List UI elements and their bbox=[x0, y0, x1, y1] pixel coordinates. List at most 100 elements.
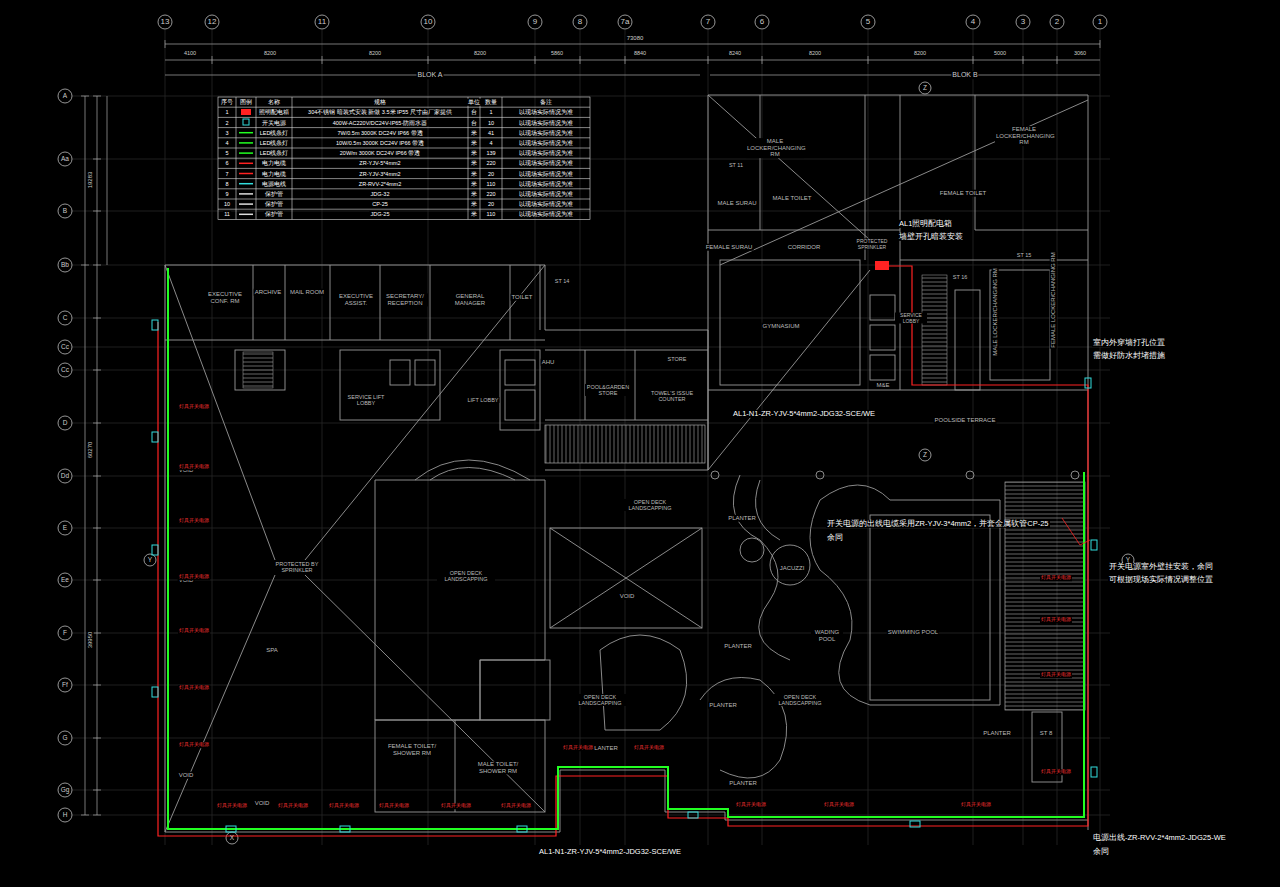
table-cell: 以现场实际情况为准 bbox=[518, 109, 574, 115]
table-cell: 保护管 bbox=[264, 201, 284, 207]
room-name: CORRIDOR bbox=[787, 244, 822, 251]
table-cell: 7 bbox=[224, 170, 229, 176]
power-cable bbox=[889, 266, 912, 285]
room-name: ST 8 bbox=[1039, 730, 1054, 737]
room-name: EXECUTIVE CONF. RM bbox=[204, 291, 246, 304]
room-name: MALE TOILET/ SHOWER RM bbox=[472, 761, 524, 774]
fixture-callout: 灯具开关电源 bbox=[633, 745, 665, 751]
dimension: 39950 bbox=[87, 631, 94, 650]
table-cell: 开关电源 bbox=[261, 119, 287, 125]
table-cell: JDG-32 bbox=[370, 191, 391, 197]
table-cell: 米 bbox=[470, 181, 478, 187]
dimension: 19283 bbox=[87, 171, 94, 190]
table-cell: LED线条灯 bbox=[259, 140, 290, 146]
table-cell: 5 bbox=[224, 150, 229, 156]
room-name: PLANTER bbox=[982, 730, 1012, 737]
axis-label: 8 bbox=[577, 18, 583, 27]
table-header: 单位 bbox=[467, 99, 481, 106]
table-cell: 20 bbox=[487, 170, 495, 176]
room-name: ST 11 bbox=[728, 162, 744, 168]
table-cell: 41 bbox=[487, 130, 495, 136]
dimension: 73080 bbox=[626, 35, 645, 42]
dimension: 60270 bbox=[87, 441, 94, 460]
building-walls bbox=[165, 95, 1088, 832]
axis-label: 11 bbox=[317, 18, 327, 27]
room-name: FEMALE SURAU bbox=[705, 244, 754, 251]
table-cell: 139 bbox=[485, 150, 496, 156]
table-cell: 1 bbox=[224, 109, 229, 115]
table-cell: 2 bbox=[224, 119, 229, 125]
stair-hatch bbox=[922, 275, 947, 385]
annotation: 余同 bbox=[826, 534, 844, 542]
room-name: SWIMMING POOL bbox=[887, 629, 939, 636]
axis-label: 3 bbox=[1020, 18, 1026, 27]
table-cell: 以现场实际情况为准 bbox=[518, 119, 574, 125]
dimension: 8200 bbox=[913, 50, 927, 56]
dimension: 8200 bbox=[473, 50, 487, 56]
room-name: PLANTER bbox=[728, 780, 758, 787]
room-name: ST 16 bbox=[952, 274, 969, 280]
table-cell: 米 bbox=[470, 211, 478, 217]
stair-hatch bbox=[1005, 482, 1085, 710]
table-cell: ZR-RVV-2*4mm2 bbox=[358, 181, 402, 187]
table-cell: 米 bbox=[470, 201, 478, 207]
table-cell: 20W/m 3000K DC24V IP66 带透 bbox=[339, 150, 421, 156]
annotation: 室内外穿墙打孔位置 bbox=[1092, 339, 1166, 347]
room-name: TOWEL'S ISSUE COUNTER bbox=[648, 390, 696, 402]
room-name: MALE LOCKER/CHANGING RM bbox=[992, 267, 999, 357]
table-cell: 台 bbox=[470, 119, 478, 125]
annotation: 电源出线-ZR-RVV-2*4mm2-JDG25-WE bbox=[1092, 834, 1227, 842]
fixture-callout: 灯具开关电源 bbox=[1040, 617, 1072, 623]
room-name: POOLSIDE TERRACE bbox=[934, 417, 997, 424]
axis-label: Cc bbox=[60, 343, 70, 350]
table-cell: 10 bbox=[223, 201, 231, 207]
room-name: PLANTER bbox=[708, 702, 738, 709]
room-name: PROTECTED BY SPRINKLER bbox=[273, 561, 321, 573]
table-cell: 10 bbox=[487, 119, 495, 125]
room-name: STORE bbox=[667, 356, 688, 362]
room-name: SERVICE LOBBY bbox=[895, 313, 927, 324]
room-name: VOID bbox=[254, 800, 271, 807]
table-cell: 3 bbox=[224, 130, 229, 136]
axis-bubbles bbox=[58, 15, 1134, 844]
table-cell: 11 bbox=[223, 211, 231, 217]
table-cell: 米 bbox=[470, 160, 478, 166]
stair-hatch bbox=[545, 425, 705, 463]
axis-label: 2 bbox=[1054, 18, 1060, 27]
room-name: PLANTER bbox=[723, 643, 753, 650]
axis-label: Dd bbox=[60, 472, 70, 479]
fixture-callout: 灯具开关电源 bbox=[216, 803, 248, 809]
room-name: ARCHIVE bbox=[254, 289, 283, 296]
room-name: OPEN DECK LANDSCAPPING bbox=[771, 694, 829, 706]
room-name: MALE SURAU bbox=[716, 200, 757, 207]
table-cell: 以现场实际情况为准 bbox=[518, 130, 574, 136]
fixture-callout: 灯具开关电源 bbox=[178, 628, 210, 634]
room-name: WADING POOL bbox=[811, 629, 843, 642]
annotation: AL1照明配电箱 bbox=[898, 220, 953, 228]
table-cell: ZR-YJV-5*4mm2 bbox=[358, 160, 401, 166]
axis-label: Bb bbox=[60, 261, 70, 268]
dimension: 8840 bbox=[633, 50, 647, 56]
annotation: 需做好防水封堵措施 bbox=[1092, 352, 1166, 360]
room-name: OPEN DECK LANDSCAPPING bbox=[571, 694, 629, 706]
table-cell: LED线条灯 bbox=[259, 130, 290, 136]
room-name: EXECUTIVE ASSIST. bbox=[335, 293, 377, 306]
fixture-callout: 灯具开关电源 bbox=[178, 404, 210, 410]
table-cell: 9 bbox=[224, 191, 229, 197]
table-cell: 米 bbox=[470, 130, 478, 136]
room-name: PLANTER bbox=[727, 515, 757, 522]
fixture-callout: 灯具开关电源 bbox=[440, 803, 472, 809]
axis-label: B bbox=[62, 207, 68, 214]
axis-label: 6 bbox=[759, 18, 765, 27]
leader-line bbox=[1062, 518, 1090, 545]
room-name: GYMNASIUM bbox=[761, 323, 800, 330]
axis-label: 1 bbox=[1097, 18, 1103, 27]
distribution-box bbox=[875, 261, 889, 270]
axis-label: Y bbox=[147, 556, 153, 563]
table-cell: 304不锈钢 暗装式安装 新做 3.5米 IP55 尺寸由厂家提供 bbox=[307, 109, 453, 115]
table-cell: LED线条灯 bbox=[259, 150, 290, 156]
axis-label: Ee bbox=[60, 576, 70, 583]
dimension: 4100 bbox=[183, 50, 197, 56]
room-name: FEMALE LOCKER/CHANGING RM bbox=[1050, 251, 1057, 348]
